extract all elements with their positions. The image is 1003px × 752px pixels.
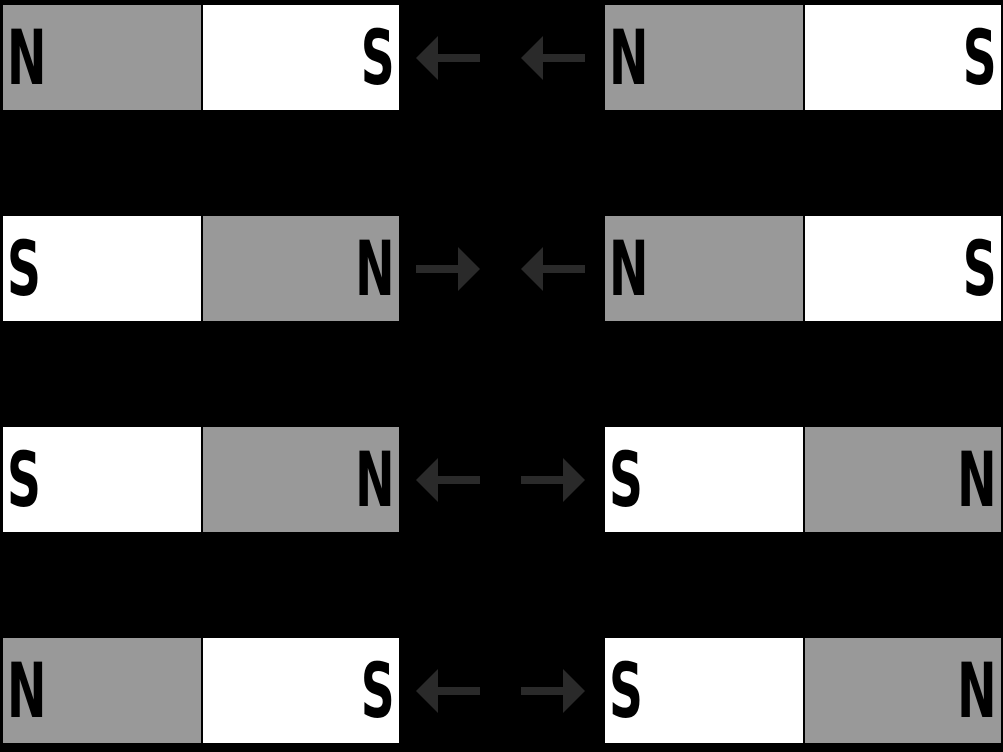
pole-label: N bbox=[609, 223, 649, 313]
arrow-shape bbox=[521, 36, 585, 80]
pole-label: N bbox=[7, 12, 47, 102]
arrow-left-icon bbox=[416, 36, 480, 80]
arrow-left-icon bbox=[416, 458, 480, 502]
south-pole: S bbox=[3, 216, 201, 321]
arrow-shape bbox=[416, 669, 480, 713]
arrow-right-icon bbox=[416, 247, 480, 291]
north-pole: N bbox=[605, 216, 803, 321]
south-pole: S bbox=[3, 427, 201, 532]
pole-label: N bbox=[609, 12, 649, 102]
pole-label: N bbox=[355, 223, 395, 313]
arrow-shape bbox=[521, 247, 585, 291]
south-pole: S bbox=[803, 216, 1001, 321]
arrow-shape bbox=[416, 247, 480, 291]
arrow-shape bbox=[416, 36, 480, 80]
arrow-right-icon bbox=[521, 669, 585, 713]
arrow-shape bbox=[521, 458, 585, 502]
arrow-left-icon bbox=[416, 669, 480, 713]
north-pole: N bbox=[605, 5, 803, 110]
pole-label: S bbox=[963, 12, 997, 102]
arrow-right-icon bbox=[521, 458, 585, 502]
arrow-left-icon bbox=[521, 247, 585, 291]
pole-label: S bbox=[361, 12, 395, 102]
pole-label: N bbox=[957, 645, 997, 735]
north-pole: N bbox=[201, 216, 399, 321]
pole-label: S bbox=[609, 645, 643, 735]
pole-label: N bbox=[957, 434, 997, 524]
south-pole: S bbox=[201, 5, 399, 110]
pole-label: S bbox=[7, 223, 41, 313]
north-pole: N bbox=[201, 427, 399, 532]
north-pole: N bbox=[3, 638, 201, 743]
south-pole: S bbox=[605, 427, 803, 532]
pole-label: S bbox=[361, 645, 395, 735]
south-pole: S bbox=[803, 5, 1001, 110]
south-pole: S bbox=[201, 638, 399, 743]
pole-label: N bbox=[7, 645, 47, 735]
north-pole: N bbox=[803, 427, 1001, 532]
pole-label: N bbox=[355, 434, 395, 524]
north-pole: N bbox=[3, 5, 201, 110]
arrow-shape bbox=[416, 458, 480, 502]
pole-label: S bbox=[963, 223, 997, 313]
north-pole: N bbox=[803, 638, 1001, 743]
pole-label: S bbox=[609, 434, 643, 524]
south-pole: S bbox=[605, 638, 803, 743]
arrow-shape bbox=[521, 669, 585, 713]
pole-label: S bbox=[7, 434, 41, 524]
arrow-left-icon bbox=[521, 36, 585, 80]
